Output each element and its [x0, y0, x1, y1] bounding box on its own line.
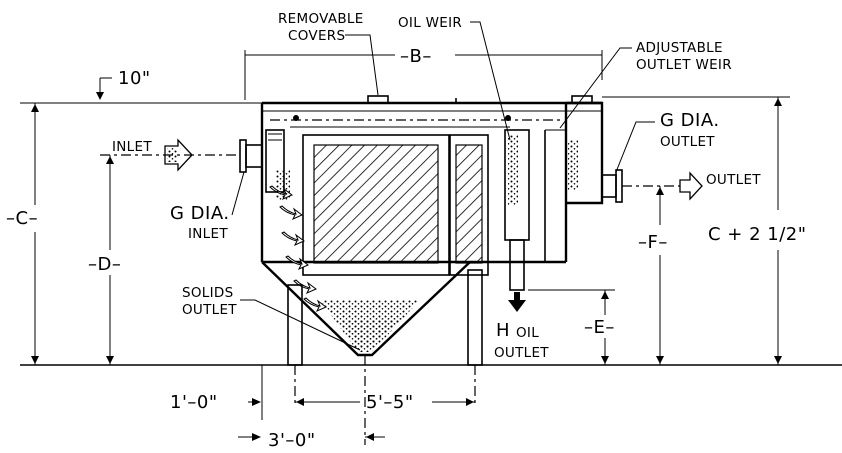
dim-3-0: [238, 433, 385, 441]
dim-b: [244, 50, 603, 100]
g-dia-inlet-leader: [231, 171, 245, 216]
inlet-pipe: [239, 139, 263, 173]
dim-c-label: –C–: [6, 208, 38, 229]
oil-outlet-label: OIL: [516, 325, 539, 341]
dim-5-5-label: 5'–5": [366, 392, 414, 413]
dim-1-0: [248, 365, 296, 420]
oil-droplets: [276, 135, 578, 205]
removable-covers-leader: [345, 34, 379, 96]
dim-5-5: [295, 355, 476, 445]
g-dia-inlet-label: G DIA.: [170, 203, 230, 224]
dim-e-label: –E–: [584, 317, 615, 338]
dim-e: [528, 289, 615, 365]
dim-10-label: 10": [118, 68, 151, 89]
dim-10: [96, 77, 112, 100]
removable-covers-label-2: COVERS: [288, 28, 345, 44]
adjustable-label-2: OUTLET WEIR: [636, 57, 732, 73]
inlet-label: INLET: [112, 139, 152, 155]
dim-3-0-label: 3'–0": [268, 430, 316, 451]
oil-outlet-arrow-icon: [508, 292, 526, 312]
oil-weir-label: OIL WEIR: [398, 15, 462, 31]
solids-outlet-leader: [240, 299, 361, 351]
dim-c: [20, 102, 262, 365]
g-dia-outlet-label-2: OUTLET: [660, 134, 715, 150]
dim-c-plus: [602, 96, 790, 365]
adjustable-label: ADJUSTABLE: [636, 40, 723, 56]
outlet-pipe: [601, 169, 623, 203]
h-label: H: [496, 320, 510, 341]
oil-outlet-label-2: OUTLET: [494, 345, 549, 361]
oil-weir-channel: [504, 129, 530, 291]
dim-b-label: –B–: [400, 46, 432, 67]
coalescing-media: [302, 134, 489, 276]
inlet-baffle: [265, 129, 285, 193]
dim-d: [106, 155, 114, 365]
solids-outlet-label-2: OUTLET: [182, 302, 237, 318]
solids-pile: [320, 300, 420, 352]
dim-c-plus-label: C + 2 1/2": [708, 224, 807, 245]
outlet-label: OUTLET: [706, 172, 761, 188]
dim-1-0-label: 1'–0": [170, 392, 218, 413]
g-dia-inlet-label-2: INLET: [188, 226, 228, 242]
g-dia-outlet-leader: [615, 121, 655, 173]
outlet-arrow-icon: [679, 171, 703, 201]
solids-outlet-label: SOLIDS: [182, 285, 233, 301]
adjustable-leader: [559, 47, 632, 129]
adjustable-outlet-weir: [544, 129, 566, 262]
dim-d-label: –D–: [88, 254, 121, 275]
oil-weir-leader: [470, 21, 511, 141]
removable-covers-label: REMOVABLE: [278, 11, 364, 27]
g-dia-outlet-label: G DIA.: [660, 110, 720, 131]
dim-f-label: –F–: [638, 232, 668, 253]
dim-f: [656, 186, 664, 365]
